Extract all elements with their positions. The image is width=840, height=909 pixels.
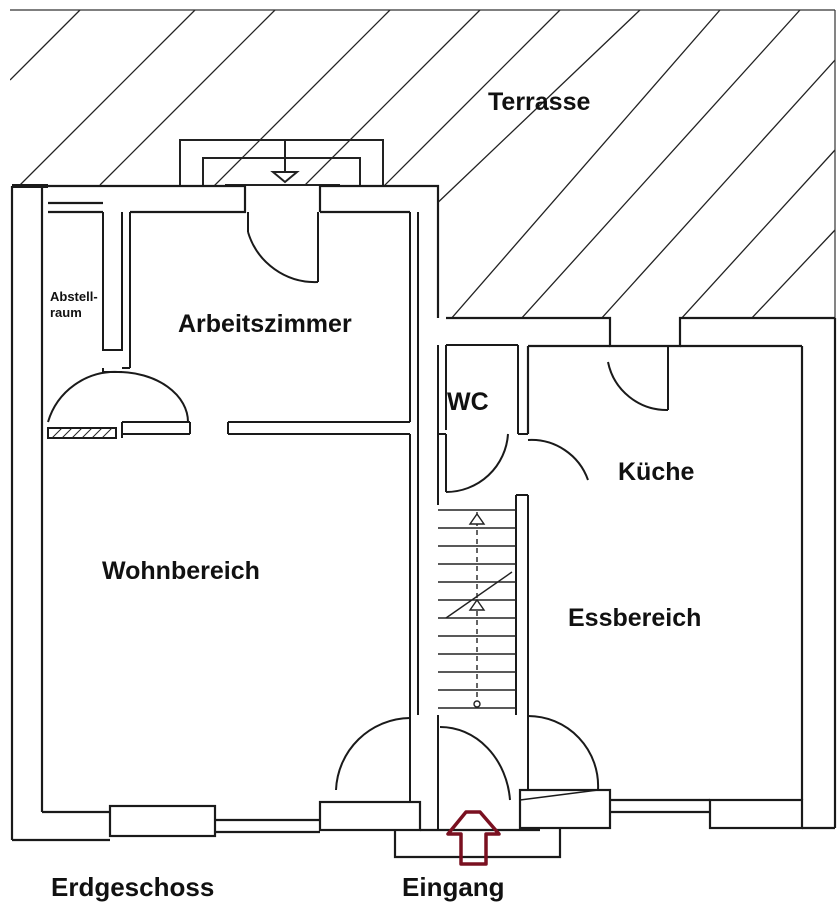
label-study: Arbeitszimmer xyxy=(178,310,352,338)
label-living: Wohnbereich xyxy=(102,557,260,585)
doors xyxy=(47,212,669,801)
label-storage-line1: Abstell- xyxy=(50,289,98,304)
label-entrance: Eingang xyxy=(402,872,505,902)
interior-walls xyxy=(47,212,529,830)
up-arrow-icon xyxy=(446,810,501,866)
label-floor: Erdgeschoss xyxy=(51,872,215,902)
label-storage-line2: raum xyxy=(50,305,82,320)
terrace-step xyxy=(179,139,384,186)
label-kitchen: Küche xyxy=(618,458,695,486)
label-dining: Essbereich xyxy=(568,604,702,632)
hatched-wall xyxy=(51,427,113,439)
label-wc: WC xyxy=(447,388,489,416)
outer-walls xyxy=(10,184,837,859)
label-storage: Abstell- raum xyxy=(50,289,98,321)
terrace-hatch xyxy=(10,10,835,318)
staircase xyxy=(438,509,516,709)
label-terrace: Terrasse xyxy=(488,88,591,116)
